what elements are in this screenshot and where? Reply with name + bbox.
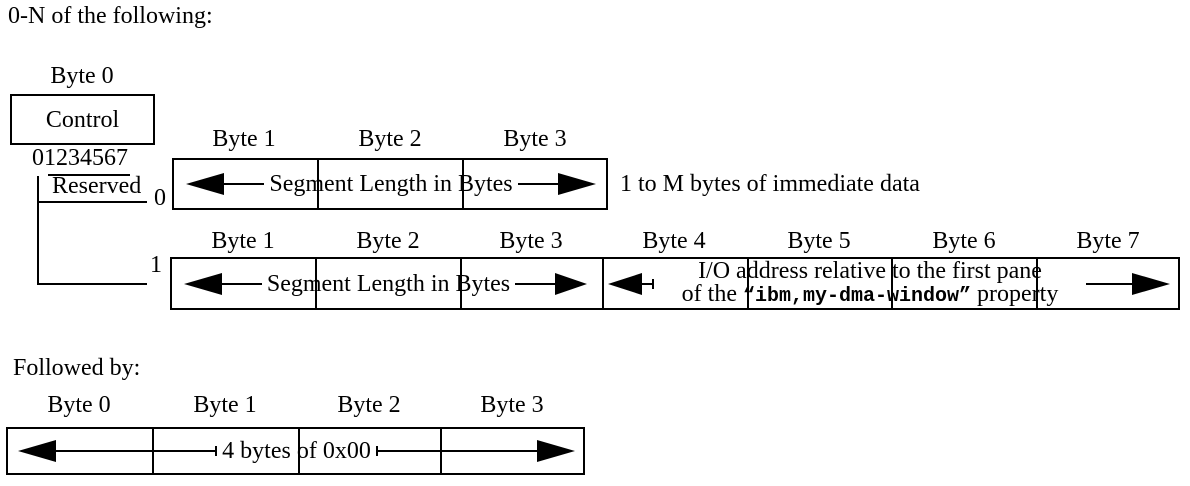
cell-border — [152, 429, 154, 473]
arrow-shaft — [224, 183, 265, 185]
arrow-shaft — [642, 282, 652, 285]
cell-border — [1036, 259, 1038, 308]
arrow-shaft — [56, 450, 216, 452]
control-box-label: Control — [45, 106, 120, 133]
immediate-byte3-label: Byte 3 — [503, 126, 567, 152]
control-bit-numbers: 01234567 — [32, 145, 128, 171]
cell-border — [747, 259, 749, 308]
arrow-shaft-tick — [375, 446, 378, 456]
arrow-right-icon — [555, 272, 587, 295]
dma-window-property-name: “ibm,my-dma-window” — [742, 284, 972, 308]
arrow-right-icon — [1132, 272, 1170, 295]
arrow-left-icon — [184, 272, 222, 295]
bit0-branch-line-to-1 — [37, 283, 147, 285]
segment-length-label: Segment Length in Bytes — [269, 171, 513, 197]
cell-border — [460, 259, 462, 308]
intro-text: 0-N of the following: — [8, 3, 213, 29]
arrow-right-icon — [537, 440, 575, 462]
cell-border — [440, 429, 442, 473]
arrow-shaft — [222, 282, 262, 285]
arrow-left-icon — [608, 272, 642, 295]
control-box: Control — [10, 94, 155, 145]
segment-length-label: Segment Length in Bytes — [266, 270, 511, 297]
pad-bytes-label: 4 bytes of 0x00 — [222, 438, 371, 464]
indirect-byte4-label: Byte 4 — [642, 228, 706, 254]
cell-border — [315, 259, 317, 308]
immediate-data-note: 1 to M bytes of immediate data — [620, 171, 920, 197]
bit0-branch-vertical-line — [37, 176, 39, 285]
cell-border — [317, 160, 319, 208]
reserved-overline — [48, 174, 130, 176]
pad-byte1-label: Byte 1 — [193, 392, 257, 418]
cell-border — [298, 429, 300, 473]
indirect-row-box: Segment Length in Bytes I/O address rela… — [170, 257, 1180, 310]
indirect-segment-length-cell: Segment Length in Bytes — [172, 272, 604, 296]
bit0-value-1-label: 1 — [150, 252, 162, 278]
indirect-byte5-label: Byte 5 — [787, 228, 851, 254]
indirect-byte7-label: Byte 7 — [1076, 228, 1140, 254]
control-byte-label: Byte 0 — [50, 63, 114, 89]
arrow-shaft — [1086, 282, 1132, 285]
bit0-branch-line-to-0 — [37, 201, 147, 203]
arrow-shaft-tick — [652, 278, 654, 289]
pad-byte3-label: Byte 3 — [480, 392, 544, 418]
pad-byte0-label: Byte 0 — [47, 392, 111, 418]
arrow-right-icon — [558, 173, 596, 195]
arrow-left-icon — [18, 440, 56, 462]
pad-row-box: 4 bytes of 0x00 — [6, 427, 585, 475]
immediate-byte1-label: Byte 1 — [212, 126, 276, 152]
io-address-line1: I/O address relative to the first pane — [698, 257, 1042, 284]
arrow-shaft — [515, 282, 555, 285]
arrow-shaft-tick — [215, 446, 218, 456]
cell-border — [462, 160, 464, 208]
followed-by-text: Followed by: — [13, 355, 141, 381]
indirect-byte2-label: Byte 2 — [356, 228, 420, 254]
io-address-text: I/O address relative to the first pane o… — [654, 257, 1086, 308]
cell-border — [602, 259, 604, 308]
io-address-cell: I/O address relative to the first pane o… — [604, 257, 1178, 308]
cell-border — [891, 259, 893, 308]
immediate-byte2-label: Byte 2 — [358, 126, 422, 152]
bit0-value-0-label: 0 — [154, 185, 166, 211]
arrow-shaft — [377, 450, 537, 452]
arrow-left-icon — [186, 173, 224, 195]
indirect-byte6-label: Byte 6 — [932, 228, 996, 254]
immediate-row-box: Segment Length in Bytes — [172, 158, 608, 210]
reserved-label: Reserved — [52, 173, 142, 199]
indirect-byte1-label: Byte 1 — [211, 228, 275, 254]
indirect-byte3-label: Byte 3 — [499, 228, 563, 254]
arrow-shaft — [517, 183, 558, 185]
pad-byte2-label: Byte 2 — [337, 392, 401, 418]
io-address-line2: of the “ibm,my-dma-window” property — [681, 280, 1059, 308]
